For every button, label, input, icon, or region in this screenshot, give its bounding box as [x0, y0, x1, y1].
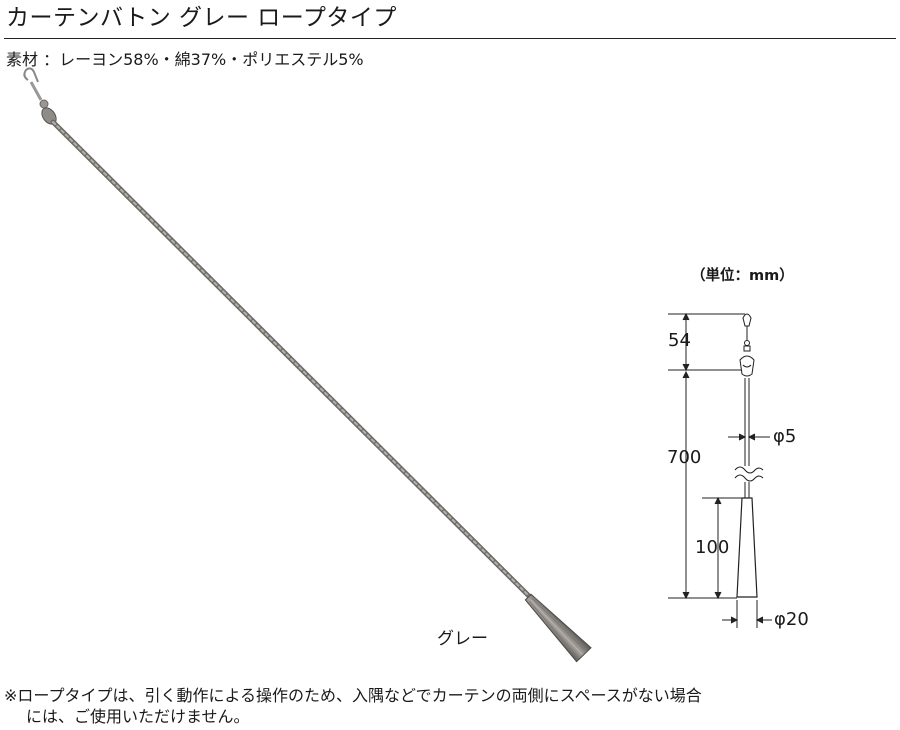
product-title: カーテンバトン グレー ロープタイプ: [6, 5, 397, 31]
dim-100: 100: [695, 537, 730, 558]
rope: [50, 119, 536, 603]
usage-note: ※ロープタイプは、引く動作による操作のため、入隅などでカーテンの両側にスペースが…: [4, 685, 894, 727]
color-label: グレー: [437, 629, 488, 649]
dim-700: 700: [667, 447, 702, 468]
note-line-2: には、ご使用いただけません。: [26, 707, 250, 726]
dim-54: 54: [668, 330, 691, 351]
material-line: 素材 ：レーヨン58%・綿37%・ポリエステル5%: [6, 49, 364, 71]
title-divider: [4, 38, 896, 39]
diagram-hook-icon: [739, 313, 755, 377]
dim-grip-diameter: φ20: [774, 609, 809, 630]
note-line-1: ※ロープタイプは、引く動作による操作のため、入隅などでカーテンの両側にスペースが…: [4, 686, 702, 705]
grip: [524, 593, 592, 663]
unit-label: （単位：mm）: [691, 268, 794, 284]
material-label: 素材 ：: [6, 50, 60, 69]
dim-rope-diameter: φ5: [773, 426, 797, 447]
material-value: レーヨン58%・綿37%・ポリエステル5%: [59, 50, 364, 69]
